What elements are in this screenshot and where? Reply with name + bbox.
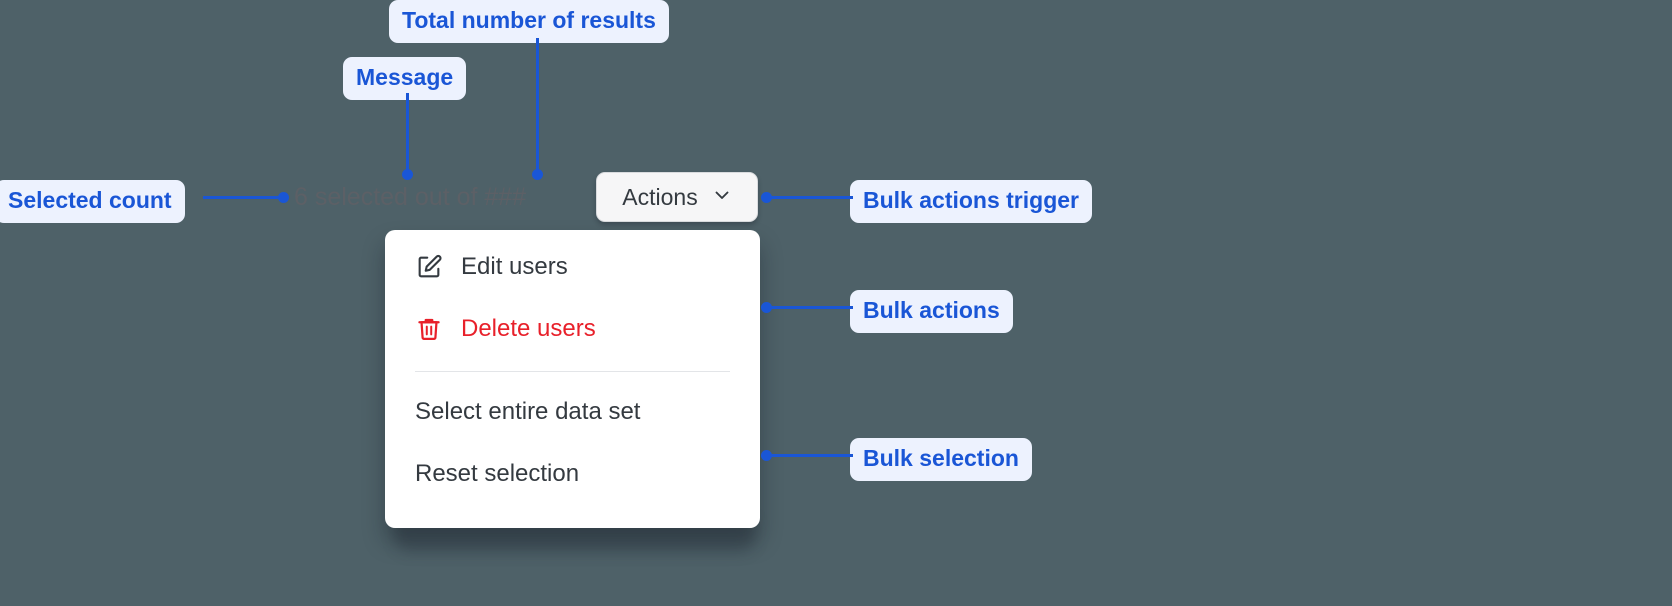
selection-status-text: 6 selected out of ###	[294, 183, 527, 211]
annotation-label-message: Message	[343, 57, 467, 100]
annotation-label-bulk-actions: Bulk actions	[850, 290, 1013, 333]
annotation-dot-bulk-actions	[761, 302, 772, 313]
annotation-dot-message	[402, 169, 413, 180]
bulk-actions-menu: Edit users Delete users Select entire da…	[385, 230, 760, 528]
annotation-dot-total-results	[532, 169, 543, 180]
annotation-label-bulk-selection: Bulk selection	[850, 438, 1032, 481]
menu-item-select-entire-data-set[interactable]: Select entire data set	[385, 381, 760, 443]
annotation-dot-bulk-actions-trigger	[761, 192, 772, 203]
annotation-label-total-results: Total number of results	[389, 0, 669, 43]
menu-item-label: Select entire data set	[415, 398, 641, 425]
menu-divider	[415, 371, 730, 372]
annotation-connector-bulk-actions	[765, 306, 853, 309]
annotation-connector-bulk-actions-trigger	[765, 196, 853, 199]
annotation-dot-selected-count	[278, 192, 289, 203]
menu-item-edit-users[interactable]: Edit users	[385, 236, 760, 298]
menu-item-label: Delete users	[461, 315, 596, 342]
annotation-label-bulk-actions-trigger: Bulk actions trigger	[850, 180, 1092, 223]
menu-item-label: Edit users	[461, 253, 568, 280]
annotation-connector-selected-count	[203, 196, 285, 199]
menu-item-label: Reset selection	[415, 460, 580, 487]
trash-icon	[415, 315, 443, 343]
bulk-actions-trigger-button[interactable]: Actions	[596, 172, 758, 222]
menu-item-delete-users[interactable]: Delete users	[385, 298, 760, 360]
edit-square-pencil-icon	[415, 253, 443, 281]
actions-button-label: Actions	[622, 183, 698, 210]
annotation-connector-bulk-selection	[765, 454, 853, 457]
chevron-down-icon	[712, 184, 732, 211]
annotation-connector-message	[406, 93, 409, 173]
annotation-connector-total-results	[536, 38, 539, 173]
annotation-label-selected-count: Selected count	[0, 180, 185, 223]
menu-item-reset-selection[interactable]: Reset selection	[385, 443, 760, 505]
annotation-dot-bulk-selection	[761, 450, 772, 461]
